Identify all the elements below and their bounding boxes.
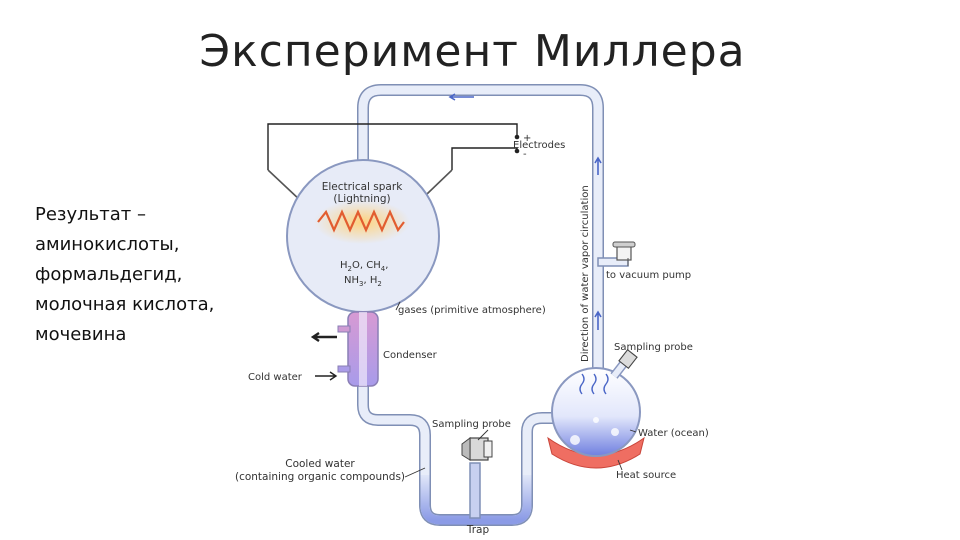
heat-source-label: Heat source xyxy=(616,470,676,481)
leader-lines xyxy=(395,301,637,478)
sampling-probe-lower-label: Sampling probe xyxy=(432,419,511,430)
slide-title: Эксперимент Миллера xyxy=(199,26,746,77)
cooled-water-label-2: (containing organic compounds) xyxy=(235,471,405,483)
vapor-icon xyxy=(603,373,609,395)
sampling-probe-lower xyxy=(461,437,493,461)
water-ocean-label: Water (ocean) xyxy=(638,428,709,439)
trap-stem xyxy=(469,462,481,519)
arrow-up-icon xyxy=(594,310,602,330)
vapor-icon xyxy=(591,373,597,395)
vapor-icon xyxy=(579,373,585,395)
result-line: Результат – xyxy=(35,204,146,225)
result-line: аминокислоты, xyxy=(35,234,180,255)
cold-water-label: Cold water xyxy=(248,372,303,383)
spark-zigzag xyxy=(317,209,405,233)
atmosphere-flask: Electrical spark (Lightning) H2O, CH4, N… xyxy=(286,159,440,313)
plus-sign: + xyxy=(523,133,531,144)
gas-formula-line-1: H2O, CH4, xyxy=(340,260,388,273)
sampling-probe-upper xyxy=(618,349,638,369)
result-line: мочевина xyxy=(35,324,127,345)
circulation-tube xyxy=(357,84,604,526)
cold-water-in-arrow-icon xyxy=(315,371,338,381)
gas-formula-line-2: NH3, H2 xyxy=(344,275,382,288)
arrow-up-icon xyxy=(594,156,602,175)
spark-label-2: (Lightning) xyxy=(333,193,390,205)
result-line: молочная кислота, xyxy=(35,294,215,315)
direction-label: Direction of water vapor circulation xyxy=(580,185,591,362)
electrode-terminal-plus xyxy=(514,134,520,140)
vacuum-label: to vacuum pump xyxy=(606,270,691,281)
spark-label-1: Electrical spark xyxy=(322,181,403,193)
gases-label: gases (primitive atmosphere) xyxy=(398,305,546,316)
condenser xyxy=(310,311,379,387)
cooled-water-label-1: Cooled water xyxy=(285,458,355,470)
minus-sign: - xyxy=(523,149,527,160)
condenser-label: Condenser xyxy=(383,350,438,361)
ocean-flask xyxy=(547,349,645,469)
trap-label: Trap xyxy=(466,524,490,536)
electrodes-label: Electrodes xyxy=(513,140,565,151)
sampling-probe-upper-label: Sampling probe xyxy=(614,342,693,353)
arrow-left-icon xyxy=(448,93,474,101)
result-text: Результат – аминокислоты, формальдегид, … xyxy=(35,200,275,350)
electrode-terminal-minus xyxy=(514,148,520,154)
result-line: формальдегид, xyxy=(35,264,183,285)
cold-water-out-arrow-icon xyxy=(310,332,337,342)
vacuum-valve xyxy=(597,241,636,267)
